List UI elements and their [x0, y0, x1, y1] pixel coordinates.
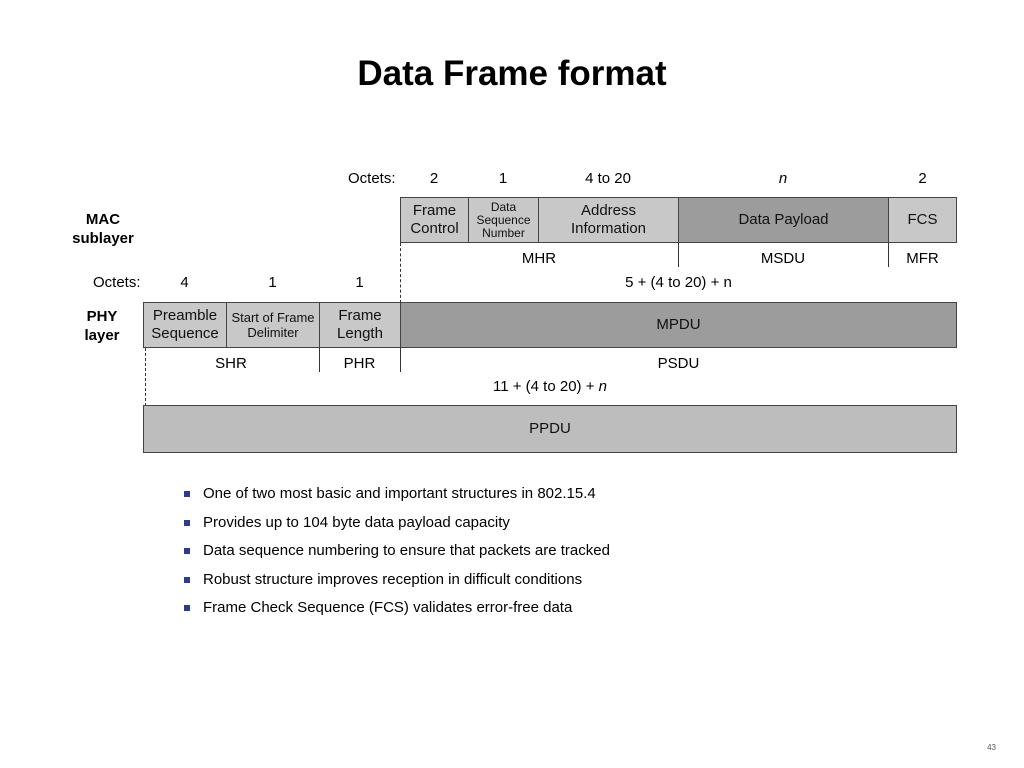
- mac-octets-payload: n: [778, 170, 788, 187]
- list-item: Frame Check Sequence (FCS) validates err…: [184, 599, 610, 617]
- square-bullet-icon: [184, 576, 190, 583]
- fcs-field: FCS: [888, 197, 957, 243]
- layer-label: layer: [84, 327, 120, 344]
- ppdu-total-octets: 11 + (4 to 20) + n: [493, 378, 607, 395]
- list-item: Robust structure improves reception in d…: [184, 571, 610, 589]
- msdu-mfr-divider: [888, 243, 889, 267]
- ppdu-field: PPDU: [143, 405, 957, 453]
- phy-layer-label: PHY layer: [72, 307, 132, 345]
- slide-title: Data Frame format: [357, 54, 667, 93]
- mac-phy-dashed-divider: [400, 243, 401, 303]
- mac-octets-sequence-number: 1: [498, 170, 508, 187]
- square-bullet-icon: [184, 605, 190, 612]
- phy-octets-preamble: 4: [180, 274, 189, 291]
- data-payload-field: Data Payload: [678, 197, 889, 243]
- mac-octets-address: 4 to 20: [585, 170, 631, 187]
- square-bullet-icon: [184, 548, 190, 555]
- psdu-label: PSDU: [657, 355, 700, 372]
- mhr-label: MHR: [521, 250, 557, 267]
- page-number: 43: [987, 743, 996, 752]
- msdu-label: MSDU: [760, 250, 806, 267]
- square-bullet-icon: [184, 519, 190, 526]
- mac-octets-fcs: 2: [918, 170, 927, 187]
- phr-psdu-divider: [400, 348, 401, 372]
- phy-octets-frame-length: 1: [355, 274, 364, 291]
- phy-ppdu-dashed-divider: [145, 348, 146, 406]
- mhr-msdu-divider: [678, 243, 679, 267]
- mac-octets-frame-control: 2: [429, 170, 439, 187]
- list-item: Provides up to 104 byte data payload cap…: [184, 514, 610, 532]
- phr-label: PHR: [343, 355, 376, 372]
- phy-octets-label: Octets:: [93, 274, 141, 291]
- list-item: Data sequence numbering to ensure that p…: [184, 542, 610, 560]
- phy-octets-mpdu: 5 + (4 to 20) + n: [625, 274, 732, 291]
- bullet-list: One of two most basic and important stru…: [184, 485, 610, 628]
- mac-label: MAC: [85, 211, 121, 228]
- mpdu-field: MPDU: [400, 302, 957, 348]
- phy-label: PHY: [86, 308, 118, 325]
- sublayer-label: sublayer: [72, 230, 134, 247]
- mac-octets-label: Octets:: [348, 170, 396, 187]
- mfr-label: MFR: [906, 250, 939, 267]
- shr-label: SHR: [215, 355, 247, 372]
- square-bullet-icon: [184, 491, 190, 497]
- shr-phr-divider: [319, 348, 320, 372]
- phy-octets-sfd: 1: [268, 274, 277, 291]
- list-item: One of two most basic and important stru…: [184, 485, 610, 503]
- mac-sublayer-label: MAC sublayer: [66, 210, 140, 248]
